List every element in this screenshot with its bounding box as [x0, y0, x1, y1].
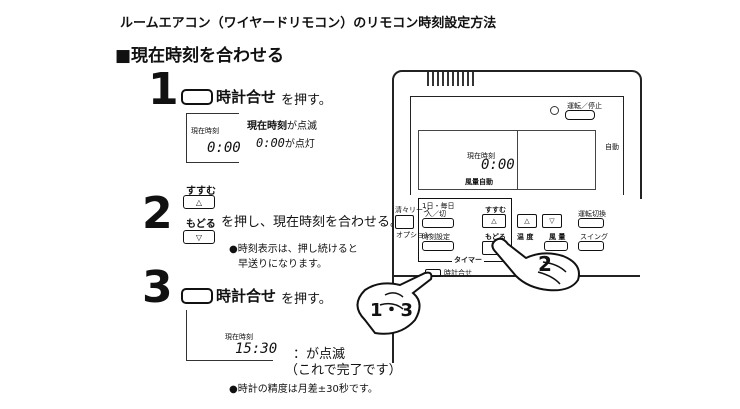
- step-2-number: 2: [142, 188, 173, 239]
- remote-swing-label: スイング: [580, 233, 608, 241]
- clock-set-button-icon: [181, 89, 213, 105]
- step-1-button-label: 時計合せ: [216, 88, 277, 106]
- lcd-tag: 現在時刻: [191, 127, 219, 135]
- remote-forward-label: すすむ: [485, 206, 506, 214]
- remote-fan-label: 風 量: [549, 233, 566, 241]
- hand-1-3-icon: [356, 271, 433, 335]
- step-2-action: を押し、現在時刻を合わせる。: [221, 215, 404, 230]
- step-3-button-label: 時計合せ: [216, 287, 277, 305]
- step-1-action: を押す。: [281, 93, 332, 108]
- step-2-bullet-1: ●時刻表示は、押し続けると: [229, 244, 358, 255]
- note-time: 0:00: [256, 136, 285, 150]
- remote-temp-label: 温 度: [517, 233, 534, 241]
- remote-day-label: 1日・毎日: [422, 202, 455, 210]
- step-3-number: 3: [142, 262, 173, 313]
- step-3-note-2: （これで完了です）: [285, 363, 402, 378]
- step-3-note-1: ：が点滅: [293, 347, 346, 362]
- lcd-tag: 現在時刻: [225, 333, 253, 341]
- down-arrow-icon: ▽: [183, 230, 215, 244]
- time-set-button[interactable]: [422, 241, 454, 251]
- step-1-note-1: 現在時刻が点滅: [247, 117, 317, 132]
- forward-button[interactable]: △: [482, 214, 506, 228]
- step-1-note-2: 0:00が点灯: [256, 135, 315, 150]
- remote-lcd-tag: 現在時刻: [467, 152, 495, 160]
- clock-set-button-icon: [181, 288, 213, 304]
- hand-2-icon: [491, 237, 580, 292]
- remote-vent: [427, 72, 477, 86]
- remote-clock-label: 時計合せ: [444, 269, 472, 277]
- up-arrow-icon: △: [183, 195, 215, 209]
- remote-fan-auto: 風量自動: [465, 178, 493, 186]
- remote-option-label: オプション: [396, 231, 431, 239]
- page-title: ルームエアコン（ワイヤードリモコン）のリモコン時刻設定方法: [120, 16, 497, 31]
- up-button-label: すすむ: [186, 186, 216, 197]
- lcd-time: 0:00: [207, 140, 241, 156]
- mode-button[interactable]: [578, 218, 604, 228]
- temp-down-button[interactable]: ▽: [542, 214, 562, 228]
- remote-run-stop-label: 運転／停止: [567, 102, 602, 110]
- lcd-time: 15:30: [235, 341, 278, 357]
- temp-up-button[interactable]: △: [517, 214, 537, 228]
- remote-timeset-label: 時刻設定: [422, 233, 450, 241]
- day-onoff-button[interactable]: [422, 218, 454, 228]
- note-text: が点滅: [287, 121, 317, 132]
- fan-button[interactable]: [544, 241, 568, 251]
- step-3-lcd: 現在時刻 15:30: [186, 310, 277, 361]
- section-heading: ■現在時刻を合わせる: [115, 46, 285, 66]
- remote-back-label: もどる: [485, 233, 506, 241]
- step-2-bullet-2: 早送りになります。: [238, 259, 327, 270]
- note-text: が点灯: [284, 139, 315, 150]
- clean-button[interactable]: [395, 215, 414, 229]
- swing-button[interactable]: [578, 241, 604, 251]
- remote-clean-label: 清々リーン: [395, 206, 430, 214]
- down-button-label: もどる: [186, 219, 216, 230]
- remote-lcd: 現在時刻 0:00 風量自動: [418, 130, 596, 190]
- remote-onoff-label: 入／切: [425, 210, 446, 218]
- remote-lcd-time: 0:00: [481, 157, 515, 173]
- remote-timer-label: タイマー: [452, 255, 484, 265]
- remote-mode-label: 運転切換: [578, 210, 606, 218]
- step-3-action: を押す。: [281, 292, 332, 307]
- callout-2: 2: [538, 252, 552, 276]
- remote-auto-indicator: 自動: [605, 143, 619, 151]
- step-3-bullet: ●時計の精度は月差±30秒です。: [229, 384, 378, 395]
- note-emph: 現在時刻: [247, 121, 287, 132]
- remote-indicator-led: [550, 106, 559, 115]
- callout-1-3: 1・3: [370, 300, 414, 321]
- step-1-lcd: 現在時刻 0:00: [186, 113, 241, 163]
- step-1-number: 1: [148, 64, 179, 115]
- run-stop-button[interactable]: [565, 110, 595, 120]
